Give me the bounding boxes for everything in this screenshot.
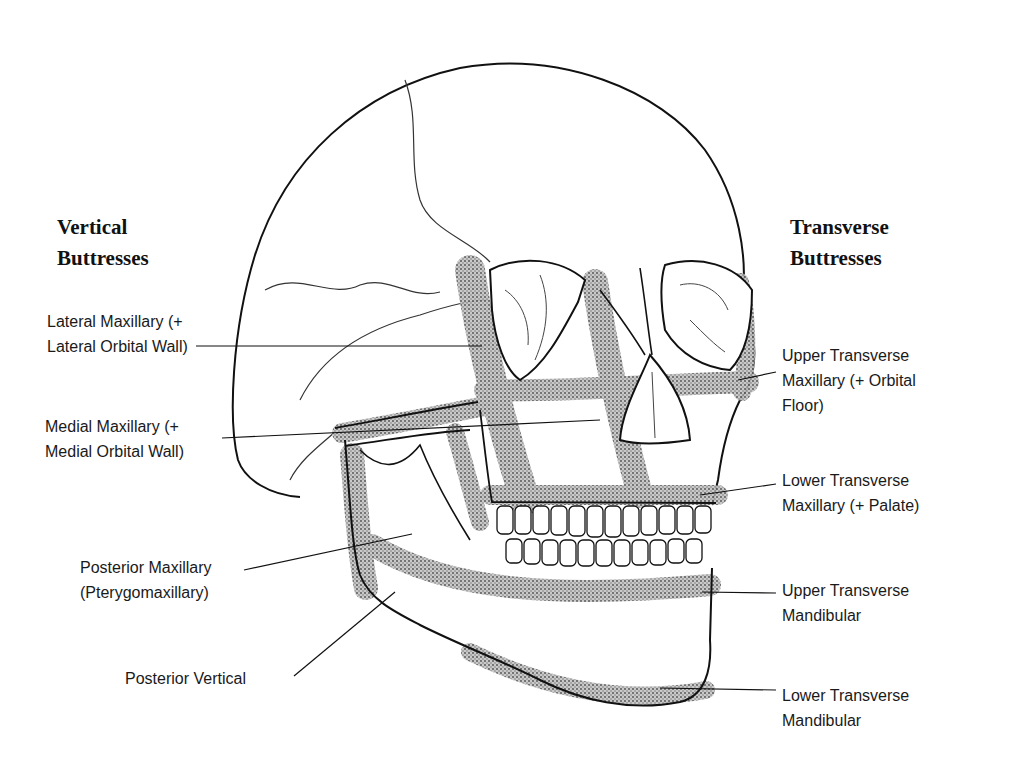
buttress-label: Posterior Vertical	[125, 666, 325, 691]
section-heading: Transverse Buttresses	[790, 212, 960, 274]
lower-teeth	[506, 539, 702, 566]
lower-mandibular-band	[470, 652, 706, 696]
leader-line	[196, 345, 482, 346]
buttress-label: Upper Transverse Maxillary (+ Orbital Fl…	[782, 343, 930, 418]
leader-lines	[196, 346, 776, 690]
buttress-label: Lower Transverse Mandibular	[782, 683, 934, 733]
suture-line	[265, 283, 440, 294]
suture-line	[405, 80, 490, 262]
leader-line	[660, 688, 776, 690]
orbital-floor-band	[485, 382, 748, 390]
coronoid-process	[360, 445, 470, 540]
orbit-detail	[505, 275, 546, 360]
zygomatic-arch	[345, 430, 470, 446]
section-heading: Vertical Buttresses	[57, 212, 207, 274]
nasal-aperture	[620, 355, 690, 443]
suture-line	[290, 432, 335, 480]
orbit	[661, 261, 752, 370]
buttress-label: Medial Maxillary (+ Medial Orbital Wall)	[45, 414, 220, 464]
upper-teeth	[497, 506, 711, 537]
leader-line	[222, 420, 600, 438]
buttress-label: Lateral Maxillary (+ Lateral Orbital Wal…	[47, 309, 192, 359]
cranium-outline	[233, 64, 755, 505]
buttress-label: Posterior Maxillary (Pterygomaxillary)	[80, 555, 242, 605]
orbit	[490, 261, 585, 380]
nasal-bone	[600, 268, 652, 355]
buttress-label: Upper Transverse Mandibular	[782, 578, 934, 628]
mandible-outline	[345, 440, 712, 706]
leader-line	[244, 534, 412, 570]
leader-line	[738, 372, 776, 380]
orbit-detail	[680, 284, 728, 352]
zygomatic-arch	[335, 402, 478, 428]
leader-line	[700, 484, 776, 495]
leader-line	[294, 592, 395, 676]
buttress-label: Lower Transverse Maxillary (+ Palate)	[782, 468, 932, 518]
nasal-septum	[652, 372, 655, 438]
temporal-line	[300, 300, 488, 400]
posterior-maxillary-band	[455, 432, 480, 522]
leader-line	[702, 592, 776, 593]
